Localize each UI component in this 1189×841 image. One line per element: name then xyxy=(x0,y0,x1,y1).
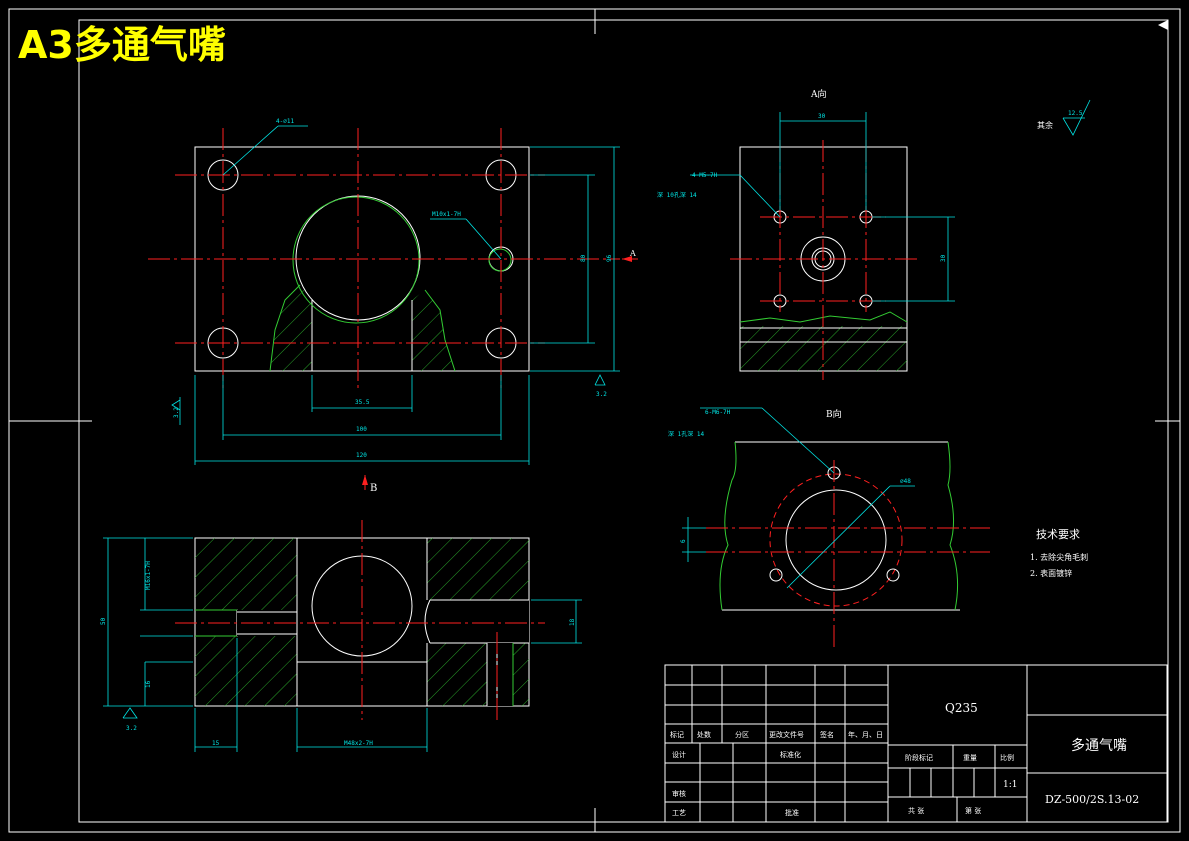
dim-m16: M16x1-7H xyxy=(145,561,152,590)
tb-header-0: 标记 xyxy=(670,730,684,739)
arrow-a-label: A xyxy=(629,249,636,258)
tb-material: Q235 xyxy=(945,701,978,715)
roughness-other-symbol xyxy=(1062,99,1091,136)
front-view xyxy=(148,128,620,390)
dim-80: 80 xyxy=(580,254,587,262)
tb-header-3: 更改文件号 xyxy=(769,730,804,739)
title-block xyxy=(664,664,1168,823)
dim-m5-holes: 4-M5-7H xyxy=(692,172,718,179)
dim-30-top: 30 xyxy=(818,113,826,120)
tb-header-1: 处数 xyxy=(697,730,711,739)
front-view-dims xyxy=(171,125,638,490)
section-view xyxy=(175,520,545,720)
tb-header-5: 年、月、日 xyxy=(848,730,883,739)
tb-scale: 1:1 xyxy=(1003,780,1017,790)
tb-part-name: 多通气嘴 xyxy=(1071,737,1127,754)
drawing-title: A3多通气嘴 xyxy=(18,23,226,67)
dim-depth-2: 深 1孔深 14 xyxy=(668,430,704,438)
roughness-2: 3.2 xyxy=(173,407,180,418)
dim-50: 50 xyxy=(100,617,107,625)
dim-35-5: 35.5 xyxy=(355,399,370,406)
dim-120: 120 xyxy=(356,452,367,459)
tb-approve: 批准 xyxy=(785,808,799,817)
dim-m10-thread: M10x1-7H xyxy=(432,211,461,218)
dim-48: ⌀48 xyxy=(900,478,911,485)
tb-standardization: 标准化 xyxy=(780,750,801,759)
dim-6: 6 xyxy=(680,539,687,543)
section-view-dims xyxy=(103,537,582,752)
tb-review: 审核 xyxy=(672,789,686,798)
tech-item-2: 2. 表面镀锌 xyxy=(1030,568,1072,578)
dim-30-side: 30 xyxy=(940,254,947,262)
tb-stage: 阶段标记 xyxy=(905,753,933,762)
dim-15: 15 xyxy=(212,740,220,747)
dim-top-holes: 4-⌀11 xyxy=(276,118,294,125)
dim-100: 100 xyxy=(356,426,367,433)
roughness-4: 12.5 xyxy=(1068,110,1083,117)
tb-process: 工艺 xyxy=(672,809,686,817)
sheet-frame xyxy=(8,8,1181,833)
dim-16: 16 xyxy=(145,680,152,688)
dim-depth-1: 深 10孔深 14 xyxy=(657,191,697,199)
dim-96: 96 xyxy=(606,254,613,262)
view-a-label: A向 xyxy=(810,88,827,100)
arrow-b-label: B xyxy=(370,483,377,494)
tech-title: 技术要求 xyxy=(1036,528,1080,541)
dim-m6-holes: 6-M6-7H xyxy=(705,409,731,416)
roughness-3: 3.2 xyxy=(126,725,137,732)
roughness-other-label: 其余 xyxy=(1037,120,1053,130)
roughness-1: 3.2 xyxy=(596,391,607,398)
tb-header-4: 签名 xyxy=(820,730,834,739)
view-a xyxy=(690,112,955,380)
view-b-label: B向 xyxy=(826,408,842,420)
tech-item-1: 1. 去除尖角毛刺 xyxy=(1030,552,1088,562)
tb-header-2: 分区 xyxy=(735,730,749,739)
dim-18: 18 xyxy=(569,618,576,626)
dim-m48: M48x2-7H xyxy=(344,740,373,747)
view-b xyxy=(682,407,990,650)
tb-ratio: 比例 xyxy=(1000,753,1014,762)
tb-drawing-no: DZ-500/2S.13-02 xyxy=(1045,793,1139,806)
tb-sheets: 共 张 xyxy=(908,806,924,815)
tb-weight: 重量 xyxy=(963,754,977,762)
tb-sheet-no: 第 张 xyxy=(965,806,981,815)
tb-designer: 设计 xyxy=(672,750,686,759)
